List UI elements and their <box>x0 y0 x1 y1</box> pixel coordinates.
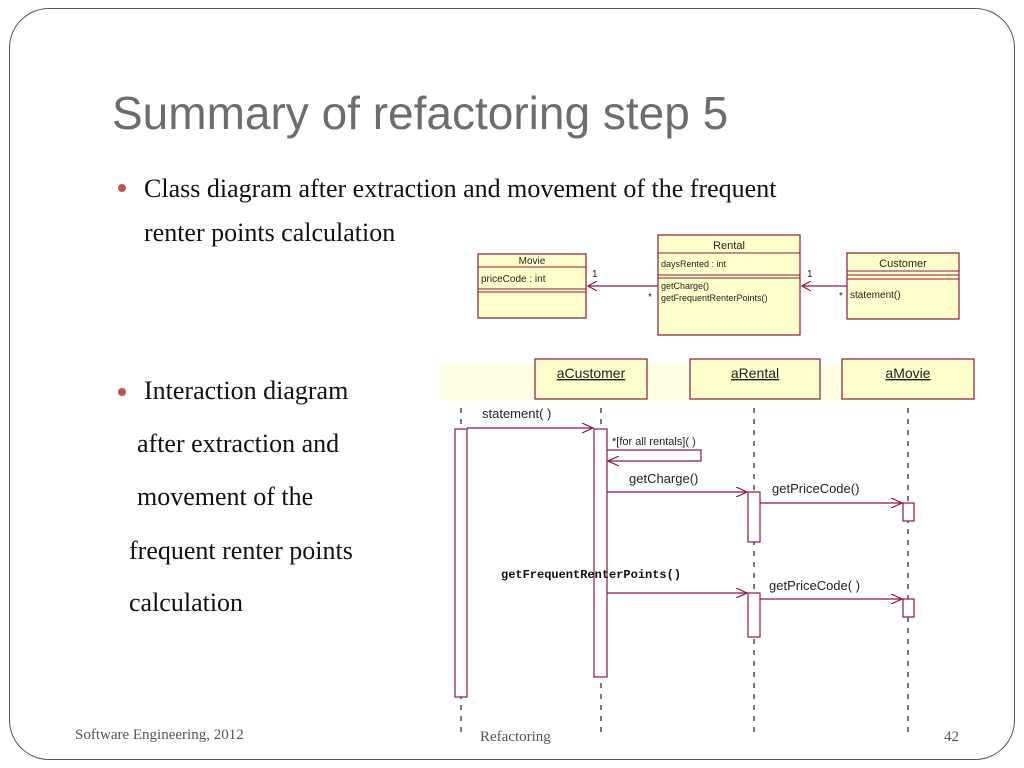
footer-center: Refactoring <box>480 729 551 745</box>
bullet1-line1: Class diagram after extraction and movem… <box>144 174 777 203</box>
bullet-dot <box>118 388 126 396</box>
rental-class-attr: daysRented : int <box>661 259 727 269</box>
rental-op-getcharge: getCharge() <box>661 281 709 291</box>
object-amovie-label: aMovie <box>885 365 930 381</box>
bullet2-line3: movement of the <box>137 482 314 511</box>
rental-class-box: Rental daysRented : int getCharge() getF… <box>657 234 801 336</box>
slide-title: Summary of refactoring step 5 <box>112 87 729 139</box>
sequence-diagram: aCustomer aRental aMovie statement( ) *[… <box>440 358 975 734</box>
msg-getpricecode-label-2: getPriceCode( ) <box>769 578 860 593</box>
activation-arental-1 <box>747 491 761 543</box>
rental-op-getfrequent: getFrequentRenterPoints() <box>661 293 768 303</box>
class-diagram: Movie priceCode : int Rental daysRented … <box>477 234 960 336</box>
object-arental: aRental <box>689 358 821 400</box>
msg-loop-arrow <box>607 449 702 461</box>
object-amovie: aMovie <box>841 358 975 400</box>
msg-loop-label: *[for all rentals]( ) <box>612 436 696 448</box>
activation-amovie-1 <box>902 502 915 522</box>
mult-movie-end: 1 <box>592 269 598 280</box>
msg-getpricecode-label-1: getPriceCode() <box>772 481 859 496</box>
customer-op-statement: statement() <box>850 290 901 301</box>
customer-class-box: Customer statement() <box>846 252 960 320</box>
object-acustomer-label: aCustomer <box>557 365 626 381</box>
bullet2-line5: calculation <box>129 588 244 617</box>
customer-class-name: Customer <box>879 258 927 270</box>
mult-customer-to-rental: * <box>839 291 843 302</box>
footer-left: Software Engineering, 2012 <box>75 727 244 743</box>
activation-actor <box>454 428 468 698</box>
bullet-dot <box>118 184 126 192</box>
rental-class-name: Rental <box>713 240 745 252</box>
msg-getfrequent-label: getFrequentRenterPoints() <box>501 568 681 582</box>
msg-statement-label: statement( ) <box>482 406 551 421</box>
bullet2-line1: Interaction diagram <box>144 376 349 405</box>
object-arental-label: aRental <box>731 365 779 381</box>
activation-amovie-2 <box>902 598 915 618</box>
movie-class-name: Movie <box>519 256 546 267</box>
object-acustomer: aCustomer <box>534 358 648 400</box>
bullet1-line2: renter points calculation <box>144 218 396 247</box>
mult-rental-end: 1 <box>807 269 813 280</box>
bullet2-line2: after extraction and <box>137 429 340 458</box>
activation-acustomer <box>593 428 608 678</box>
bullet2-line4: frequent renter points <box>129 536 353 565</box>
msg-getcharge-label: getCharge() <box>629 471 698 486</box>
mult-rental-to-movie: * <box>648 292 652 303</box>
slide-frame <box>9 8 1015 760</box>
movie-class-box: Movie priceCode : int <box>477 253 587 319</box>
activation-arental-2 <box>747 592 761 638</box>
movie-class-attr: priceCode : int <box>481 274 546 285</box>
footer-page-number: 42 <box>944 729 959 745</box>
